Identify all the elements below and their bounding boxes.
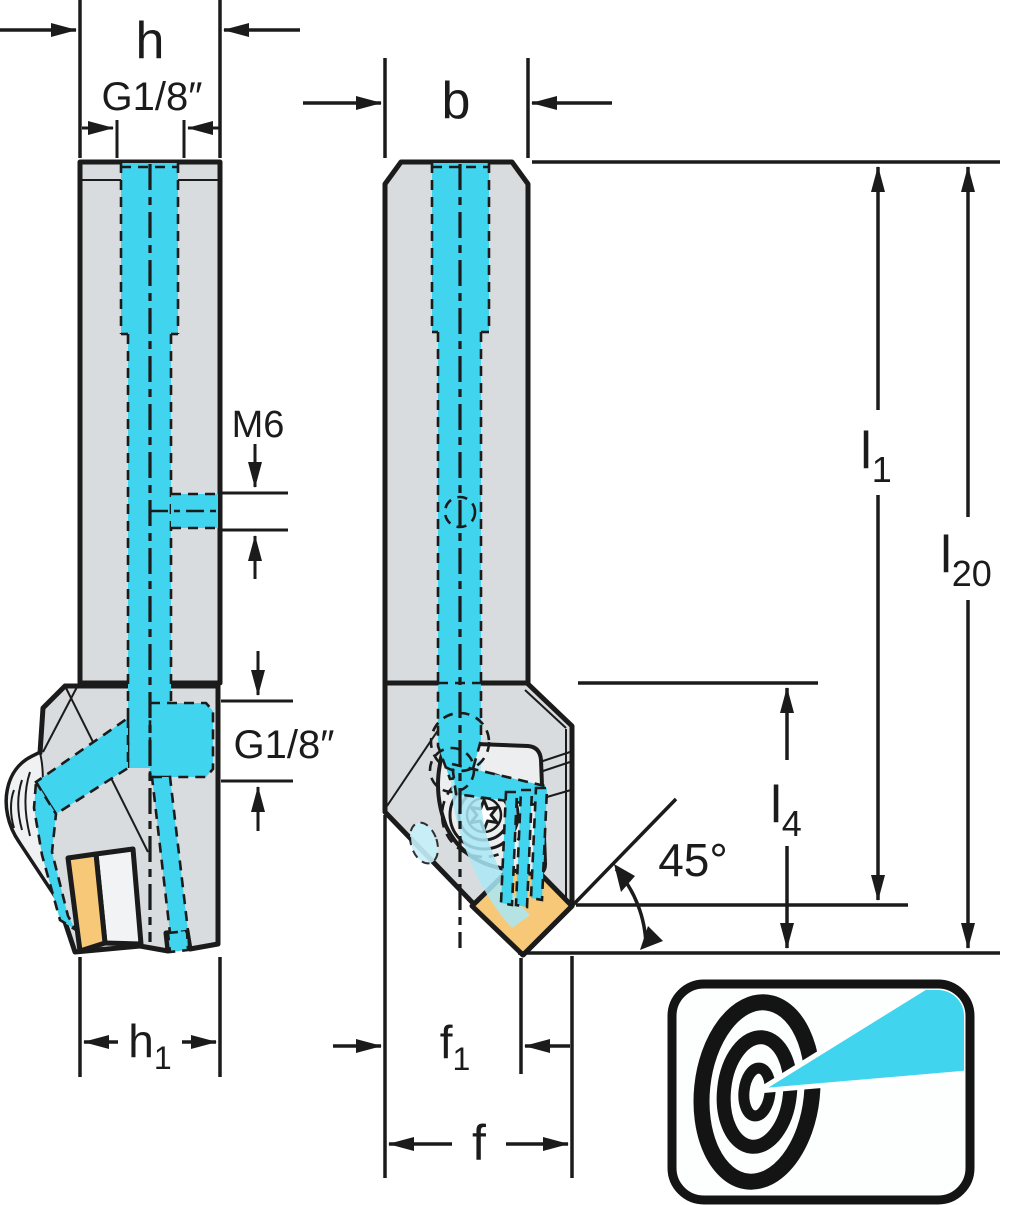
label-l4-base: l [770,776,782,834]
target-rings [693,994,821,1190]
coolant-strip-3 [529,786,549,902]
nose-arc-2 [17,779,23,831]
head-chamfer-line [524,689,567,729]
coolant-outlet-ellipse [409,821,439,865]
label-l1-base: l [860,422,872,480]
angle-45-arrow-bottom [640,926,663,950]
label-l4-sub: 4 [782,803,802,844]
cross-bore-dashed-circle [443,495,477,529]
label-f1: f1 [440,1016,471,1077]
coolant-strip-2 [514,788,534,909]
label-h1: h1 [128,1015,171,1076]
label-m6: M6 [232,404,285,446]
label-h1-sub: 1 [154,1040,172,1076]
precision-target-icon [667,979,975,1205]
target-ring-middle [716,1030,798,1154]
coolant-counterbore-dashed-circle [428,746,476,794]
label-f: f [472,1115,486,1171]
label-g18-side: G1/8″ [234,723,335,767]
coolant-strip-1 [499,790,519,907]
coolant-exit-notch [166,929,190,954]
coolant-branch-diagonal-left [34,715,130,816]
insert-front-face-left-view [65,851,108,954]
coolant-beam-icon [756,990,964,1094]
label-l1: l1 [860,422,892,490]
right-view [382,159,575,958]
label-f1-sub: 1 [452,1041,470,1077]
label-b: b [442,72,471,130]
label-h: h [136,12,165,70]
label-g18-top: G1/8″ [102,75,203,119]
label-h1-base: h [128,1015,154,1067]
angle-45-arrow-top [614,864,635,892]
angle-45-leg-line [571,797,678,907]
label-l20: l20 [940,526,992,594]
left-view [4,159,223,955]
dimensions: h G1/8″ M6 G1/8″ h1 b [0,0,1000,1178]
label-l1-sub: 1 [872,449,892,490]
target-ring-outer [693,994,821,1190]
coolant-spray-translucent [450,755,530,928]
label-l20-sub: 20 [952,553,992,594]
target-ring-inner [738,1062,776,1122]
label-f1-base: f [440,1016,453,1068]
label-angle-45: 45° [658,834,728,886]
label-l4: l4 [770,776,802,844]
label-l20-base: l [940,526,952,584]
coolant-port-g18-side [148,701,215,779]
target-beam-group [756,990,964,1094]
nose-arc-3 [24,771,31,837]
nose-arc-1 [10,789,15,829]
